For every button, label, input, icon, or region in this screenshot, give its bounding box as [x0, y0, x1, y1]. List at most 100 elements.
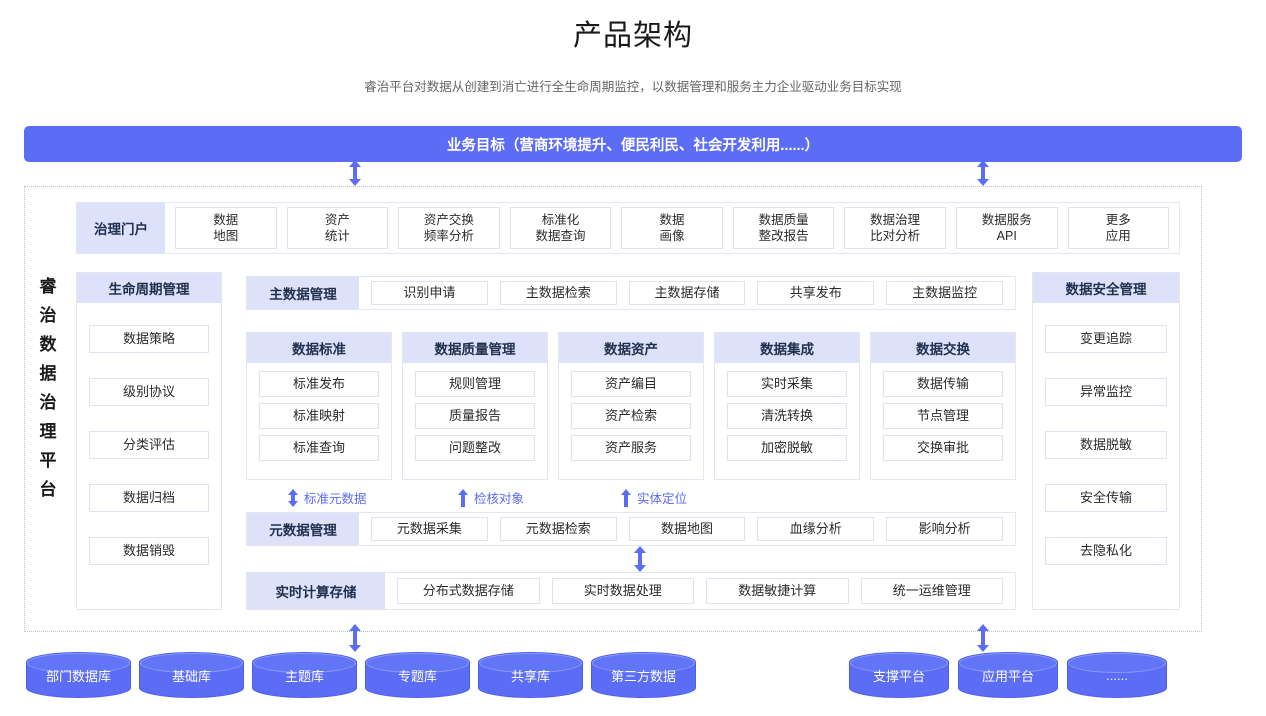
- realtime-item[interactable]: 分布式数据存储: [397, 578, 540, 604]
- metadata-item[interactable]: 影响分析: [886, 517, 1003, 541]
- business-goal-label: 业务目标（营商环境提升、便民利民、社会开发利用......）: [446, 137, 820, 154]
- portal-item-line2: 整改报告: [758, 229, 809, 243]
- master-data-item[interactable]: 共享发布: [757, 281, 875, 305]
- bidirectional-arrow-icon: [349, 624, 361, 652]
- platform-cylinder[interactable]: 应用平台: [958, 652, 1058, 698]
- realtime-item[interactable]: 数据敏捷计算: [706, 578, 849, 604]
- portal-item[interactable]: 数据服务 API: [955, 207, 1058, 249]
- portal-item[interactable]: 资产 统计: [286, 207, 389, 249]
- portal-item-line2: 画像: [659, 229, 685, 243]
- portal-item[interactable]: 数据 画像: [621, 207, 723, 249]
- bidirectional-arrow-icon: [349, 160, 361, 186]
- portal-item-line1: 数据服务: [981, 213, 1032, 227]
- capability-item[interactable]: 节点管理: [883, 403, 1003, 429]
- lifecycle-management-card: 生命周期管理 数据策略 级别协议 分类评估 数据归档 数据销毁: [76, 272, 222, 610]
- capability-column-title: 数据质量管理: [403, 333, 547, 363]
- portal-item-line2: 地图: [213, 229, 239, 243]
- portal-item-line2: API: [996, 229, 1017, 243]
- data-source-cylinder[interactable]: 专题库: [365, 652, 470, 698]
- portal-item[interactable]: 标准化 数据查询: [509, 207, 612, 249]
- capability-item[interactable]: 加密脱敏: [727, 435, 847, 461]
- data-source-label: 共享库: [510, 668, 550, 684]
- realtime-compute-storage-row: 实时计算存储 分布式数据存储 实时数据处理 数据敏捷计算 统一运维管理: [246, 572, 1016, 610]
- portal-item[interactable]: 数据 地图: [175, 207, 277, 249]
- lifecycle-management-title: 生命周期管理: [77, 273, 221, 303]
- portal-item-line2: 应用: [1105, 229, 1131, 243]
- flow-label-text: 标准元数据: [304, 492, 367, 506]
- master-data-item[interactable]: 主数据存储: [628, 281, 746, 305]
- portal-item[interactable]: 数据质量 整改报告: [732, 207, 835, 249]
- metadata-item[interactable]: 元数据采集: [371, 517, 488, 541]
- capability-item[interactable]: 标准映射: [259, 403, 379, 429]
- capability-item[interactable]: 数据传输: [883, 371, 1003, 397]
- bidirectional-arrow-icon: [288, 488, 298, 507]
- security-item[interactable]: 异常监控: [1045, 378, 1167, 406]
- arrow-up-icon: [458, 488, 468, 507]
- capability-item[interactable]: 质量报告: [415, 403, 535, 429]
- metadata-item[interactable]: 血缘分析: [757, 517, 875, 541]
- capability-item[interactable]: 实时采集: [727, 371, 847, 397]
- capability-item[interactable]: 资产服务: [571, 435, 691, 461]
- capability-columns: 数据标准 标准发布 标准映射 标准查询 数据质量管理 规则管理 质量报告 问题整…: [246, 332, 1016, 480]
- security-item[interactable]: 变更追踪: [1045, 325, 1167, 353]
- portal-item-line1: 数据质量: [758, 213, 809, 227]
- portal-item[interactable]: 数据治理 比对分析: [844, 207, 946, 249]
- master-data-item[interactable]: 主数据监控: [886, 281, 1003, 305]
- realtime-item[interactable]: 统一运维管理: [860, 578, 1003, 604]
- portal-item[interactable]: 更多 应用: [1067, 207, 1170, 249]
- governance-portal-items: 数据 地图 资产 统计 资产交换 频率分析 标准化 数据查询 数据 画像 数据质…: [165, 207, 1179, 249]
- data-source-cylinder[interactable]: 第三方数据: [591, 652, 696, 698]
- capability-item[interactable]: 交换审批: [883, 435, 1003, 461]
- business-goal-banner: 业务目标（营商环境提升、便民利民、社会开发利用......）: [24, 126, 1242, 162]
- lifecycle-item[interactable]: 分类评估: [89, 431, 209, 459]
- master-data-item[interactable]: 识别申请: [371, 281, 488, 305]
- portal-item-line1: 数据治理: [870, 213, 921, 227]
- metadata-management-row: 元数据管理 元数据采集 元数据检索 数据地图 血缘分析 影响分析: [246, 512, 1016, 546]
- data-source-cylinder[interactable]: 基础库: [139, 652, 244, 698]
- capability-column-data-quality: 数据质量管理 规则管理 质量报告 问题整改: [402, 332, 548, 480]
- portal-item-line1: 数据: [213, 213, 239, 227]
- capability-item[interactable]: 问题整改: [415, 435, 535, 461]
- lifecycle-item[interactable]: 数据归档: [89, 484, 209, 512]
- capability-item[interactable]: 标准发布: [259, 371, 379, 397]
- metadata-item[interactable]: 元数据检索: [499, 517, 617, 541]
- flow-label-text: 实体定位: [637, 492, 688, 506]
- data-security-management-title: 数据安全管理: [1033, 273, 1179, 303]
- data-source-label: 部门数据库: [45, 668, 111, 684]
- capability-column-title: 数据资产: [559, 333, 703, 363]
- flow-label-entity-locate: 实体定位: [621, 488, 687, 507]
- realtime-item[interactable]: 实时数据处理: [551, 578, 694, 604]
- capability-item[interactable]: 清洗转换: [727, 403, 847, 429]
- capability-column-title: 数据标准: [247, 333, 391, 363]
- capability-item[interactable]: 资产检索: [571, 403, 691, 429]
- lifecycle-item[interactable]: 数据销毁: [89, 537, 209, 565]
- portal-item[interactable]: 资产交换 频率分析: [398, 207, 500, 249]
- capability-column-title: 数据集成: [715, 333, 859, 363]
- capability-item[interactable]: 规则管理: [415, 371, 535, 397]
- data-source-cylinder[interactable]: 部门数据库: [26, 652, 131, 698]
- page-subtitle: 睿治平台对数据从创建到消亡进行全生命周期监控，以数据管理和服务主力企业驱动业务目…: [364, 80, 902, 94]
- lifecycle-item[interactable]: 级别协议: [89, 378, 209, 406]
- data-source-cylinder[interactable]: 主题库: [252, 652, 357, 698]
- page-title: 产品架构: [572, 20, 693, 52]
- security-item[interactable]: 数据脱敏: [1045, 431, 1167, 459]
- data-source-cylinder[interactable]: 共享库: [478, 652, 583, 698]
- portal-item-line1: 更多: [1105, 213, 1131, 227]
- capability-column-data-integration: 数据集成 实时采集 清洗转换 加密脱敏: [714, 332, 860, 480]
- lifecycle-item[interactable]: 数据策略: [89, 325, 209, 353]
- data-source-label: 基础库: [171, 668, 211, 684]
- metadata-item[interactable]: 数据地图: [628, 517, 746, 541]
- master-data-item[interactable]: 主数据检索: [499, 281, 617, 305]
- platform-cylinder[interactable]: 支撑平台: [849, 652, 949, 698]
- capability-item[interactable]: 标准查询: [259, 435, 379, 461]
- portal-item-line1: 资产交换: [423, 213, 474, 227]
- security-item[interactable]: 安全传输: [1045, 484, 1167, 512]
- portal-item-line2: 数据查询: [535, 229, 586, 243]
- security-item[interactable]: 去隐私化: [1045, 537, 1167, 565]
- flow-label-standard-metadata: 标准元数据: [288, 488, 367, 507]
- capability-column-data-asset: 数据资产 资产编目 资产检索 资产服务: [558, 332, 704, 480]
- platform-cylinder[interactable]: ......: [1067, 652, 1167, 698]
- capability-item[interactable]: 资产编目: [571, 371, 691, 397]
- bidirectional-arrow-icon: [634, 546, 646, 572]
- master-data-management-title: 主数据管理: [247, 277, 359, 309]
